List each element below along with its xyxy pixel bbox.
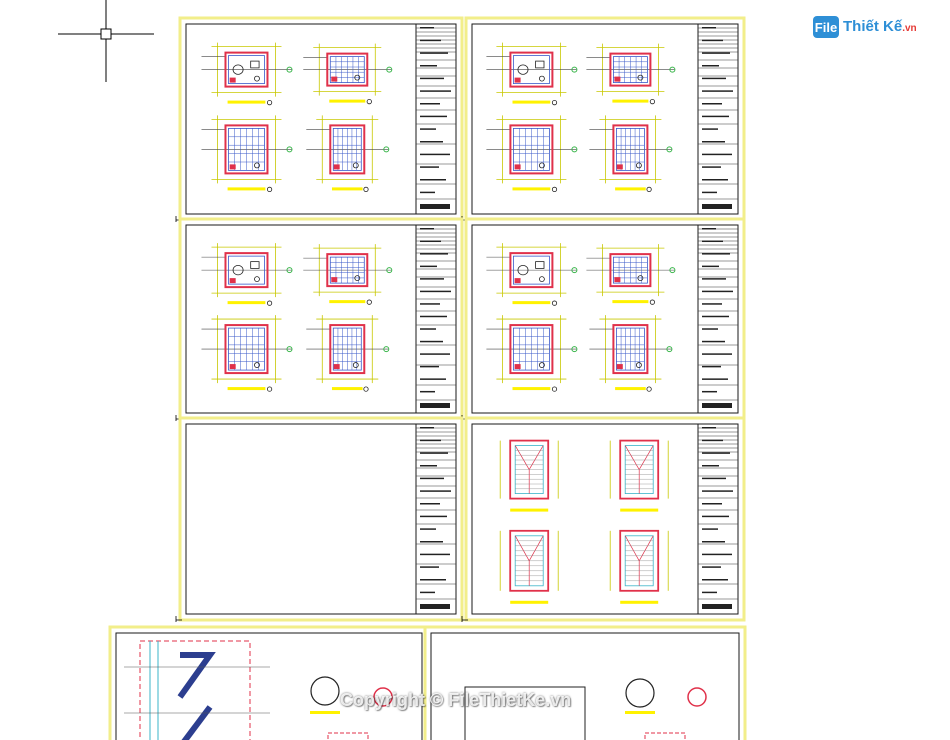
site-logo[interactable]: File Thiết Kế.vn — [813, 14, 933, 42]
drawing-sheets — [108, 16, 747, 740]
sheet-r3-left — [175, 416, 464, 622]
wall-outline — [609, 52, 652, 87]
wall-outline — [509, 252, 554, 289]
drawing-label-bar — [612, 300, 649, 304]
wall-outline — [612, 324, 649, 375]
drawing-label-bar — [329, 99, 366, 103]
wall-outline — [509, 324, 554, 375]
detail-callout-icon — [310, 676, 340, 706]
sheet-r1-right — [461, 16, 746, 222]
drawing-label-bar — [227, 387, 266, 391]
wall-outline — [326, 253, 369, 288]
detail-callout-icon — [625, 678, 655, 708]
stair-wall — [509, 529, 550, 592]
section-outline — [139, 640, 251, 740]
sink-fixture-icon — [250, 261, 260, 269]
wall-outline — [326, 52, 369, 87]
sheet-bottom-left — [108, 625, 430, 740]
sheet-r1-left — [175, 16, 464, 222]
sink-fixture-icon — [535, 60, 545, 69]
drawing-label-bar — [227, 187, 266, 191]
title-block — [697, 224, 739, 414]
drawing-label-bar — [331, 387, 363, 391]
drawing-label-bar — [512, 187, 551, 191]
drawing-label-bar — [331, 187, 363, 191]
wall-outline — [509, 124, 554, 175]
wall-outline — [224, 252, 269, 289]
logo-name: Thiết Kế — [843, 18, 903, 35]
title-block — [415, 23, 457, 215]
stair-wall — [619, 439, 660, 500]
wall-outline — [329, 324, 366, 375]
drawing-label-bar — [615, 387, 646, 391]
sink-fixture-icon — [535, 261, 545, 269]
wall-outline — [509, 51, 554, 88]
drawing-label-bar — [510, 508, 549, 512]
drawing-label-bar — [512, 387, 551, 391]
cad-cursor-crosshair-icon — [58, 0, 154, 82]
wall-outline — [224, 324, 269, 375]
title-block — [697, 23, 739, 215]
drawing-label-bar — [227, 301, 266, 305]
stair-flight — [177, 652, 216, 699]
logo-suffix: .vn — [902, 23, 917, 34]
logo-text: Thiết Kế.vn — [843, 18, 917, 35]
wall-outline — [224, 124, 269, 175]
sink-fixture-icon — [250, 60, 260, 69]
wall-outline — [224, 51, 269, 88]
drawing-label-bar — [512, 301, 551, 305]
wall-outline — [329, 124, 366, 175]
title-block — [415, 423, 457, 615]
toilet-fixture-icon — [517, 264, 529, 276]
wall-outline — [609, 253, 652, 288]
sheet-border — [108, 625, 430, 740]
logo-badge-icon: File — [813, 16, 839, 38]
detail-callout-icon — [373, 687, 393, 707]
sheet-r2-right — [461, 217, 746, 421]
drawing-label-bar — [329, 300, 366, 304]
sheet-bottom-right — [423, 625, 747, 740]
toilet-fixture-icon — [517, 64, 529, 75]
wall-outline — [612, 124, 649, 175]
sheet-frame — [115, 632, 423, 740]
stair-wall — [619, 529, 660, 592]
sheet-border — [178, 416, 464, 622]
drawing-label-bar — [620, 508, 659, 512]
title-block — [415, 224, 457, 414]
drawing-label-bar — [510, 600, 549, 604]
copyright-watermark: Copyright © FileThietKe.vn — [340, 690, 572, 710]
drawing-label-bar — [512, 100, 551, 104]
sheet-frame — [430, 632, 740, 740]
drawing-label-bar — [620, 600, 659, 604]
detail-callout-icon — [687, 687, 707, 707]
toilet-fixture-icon — [232, 64, 244, 75]
drawing-label-bar — [612, 99, 649, 103]
sheet-r3-right — [461, 416, 746, 622]
sheet-r2-left — [175, 217, 464, 421]
toilet-fixture-icon — [232, 264, 244, 276]
drawing-label-bar — [615, 187, 646, 191]
detail-box — [464, 686, 586, 740]
stair-wall — [509, 439, 550, 500]
drawing-label-bar — [227, 100, 266, 104]
title-block — [697, 423, 739, 615]
stair-flight — [181, 705, 213, 740]
